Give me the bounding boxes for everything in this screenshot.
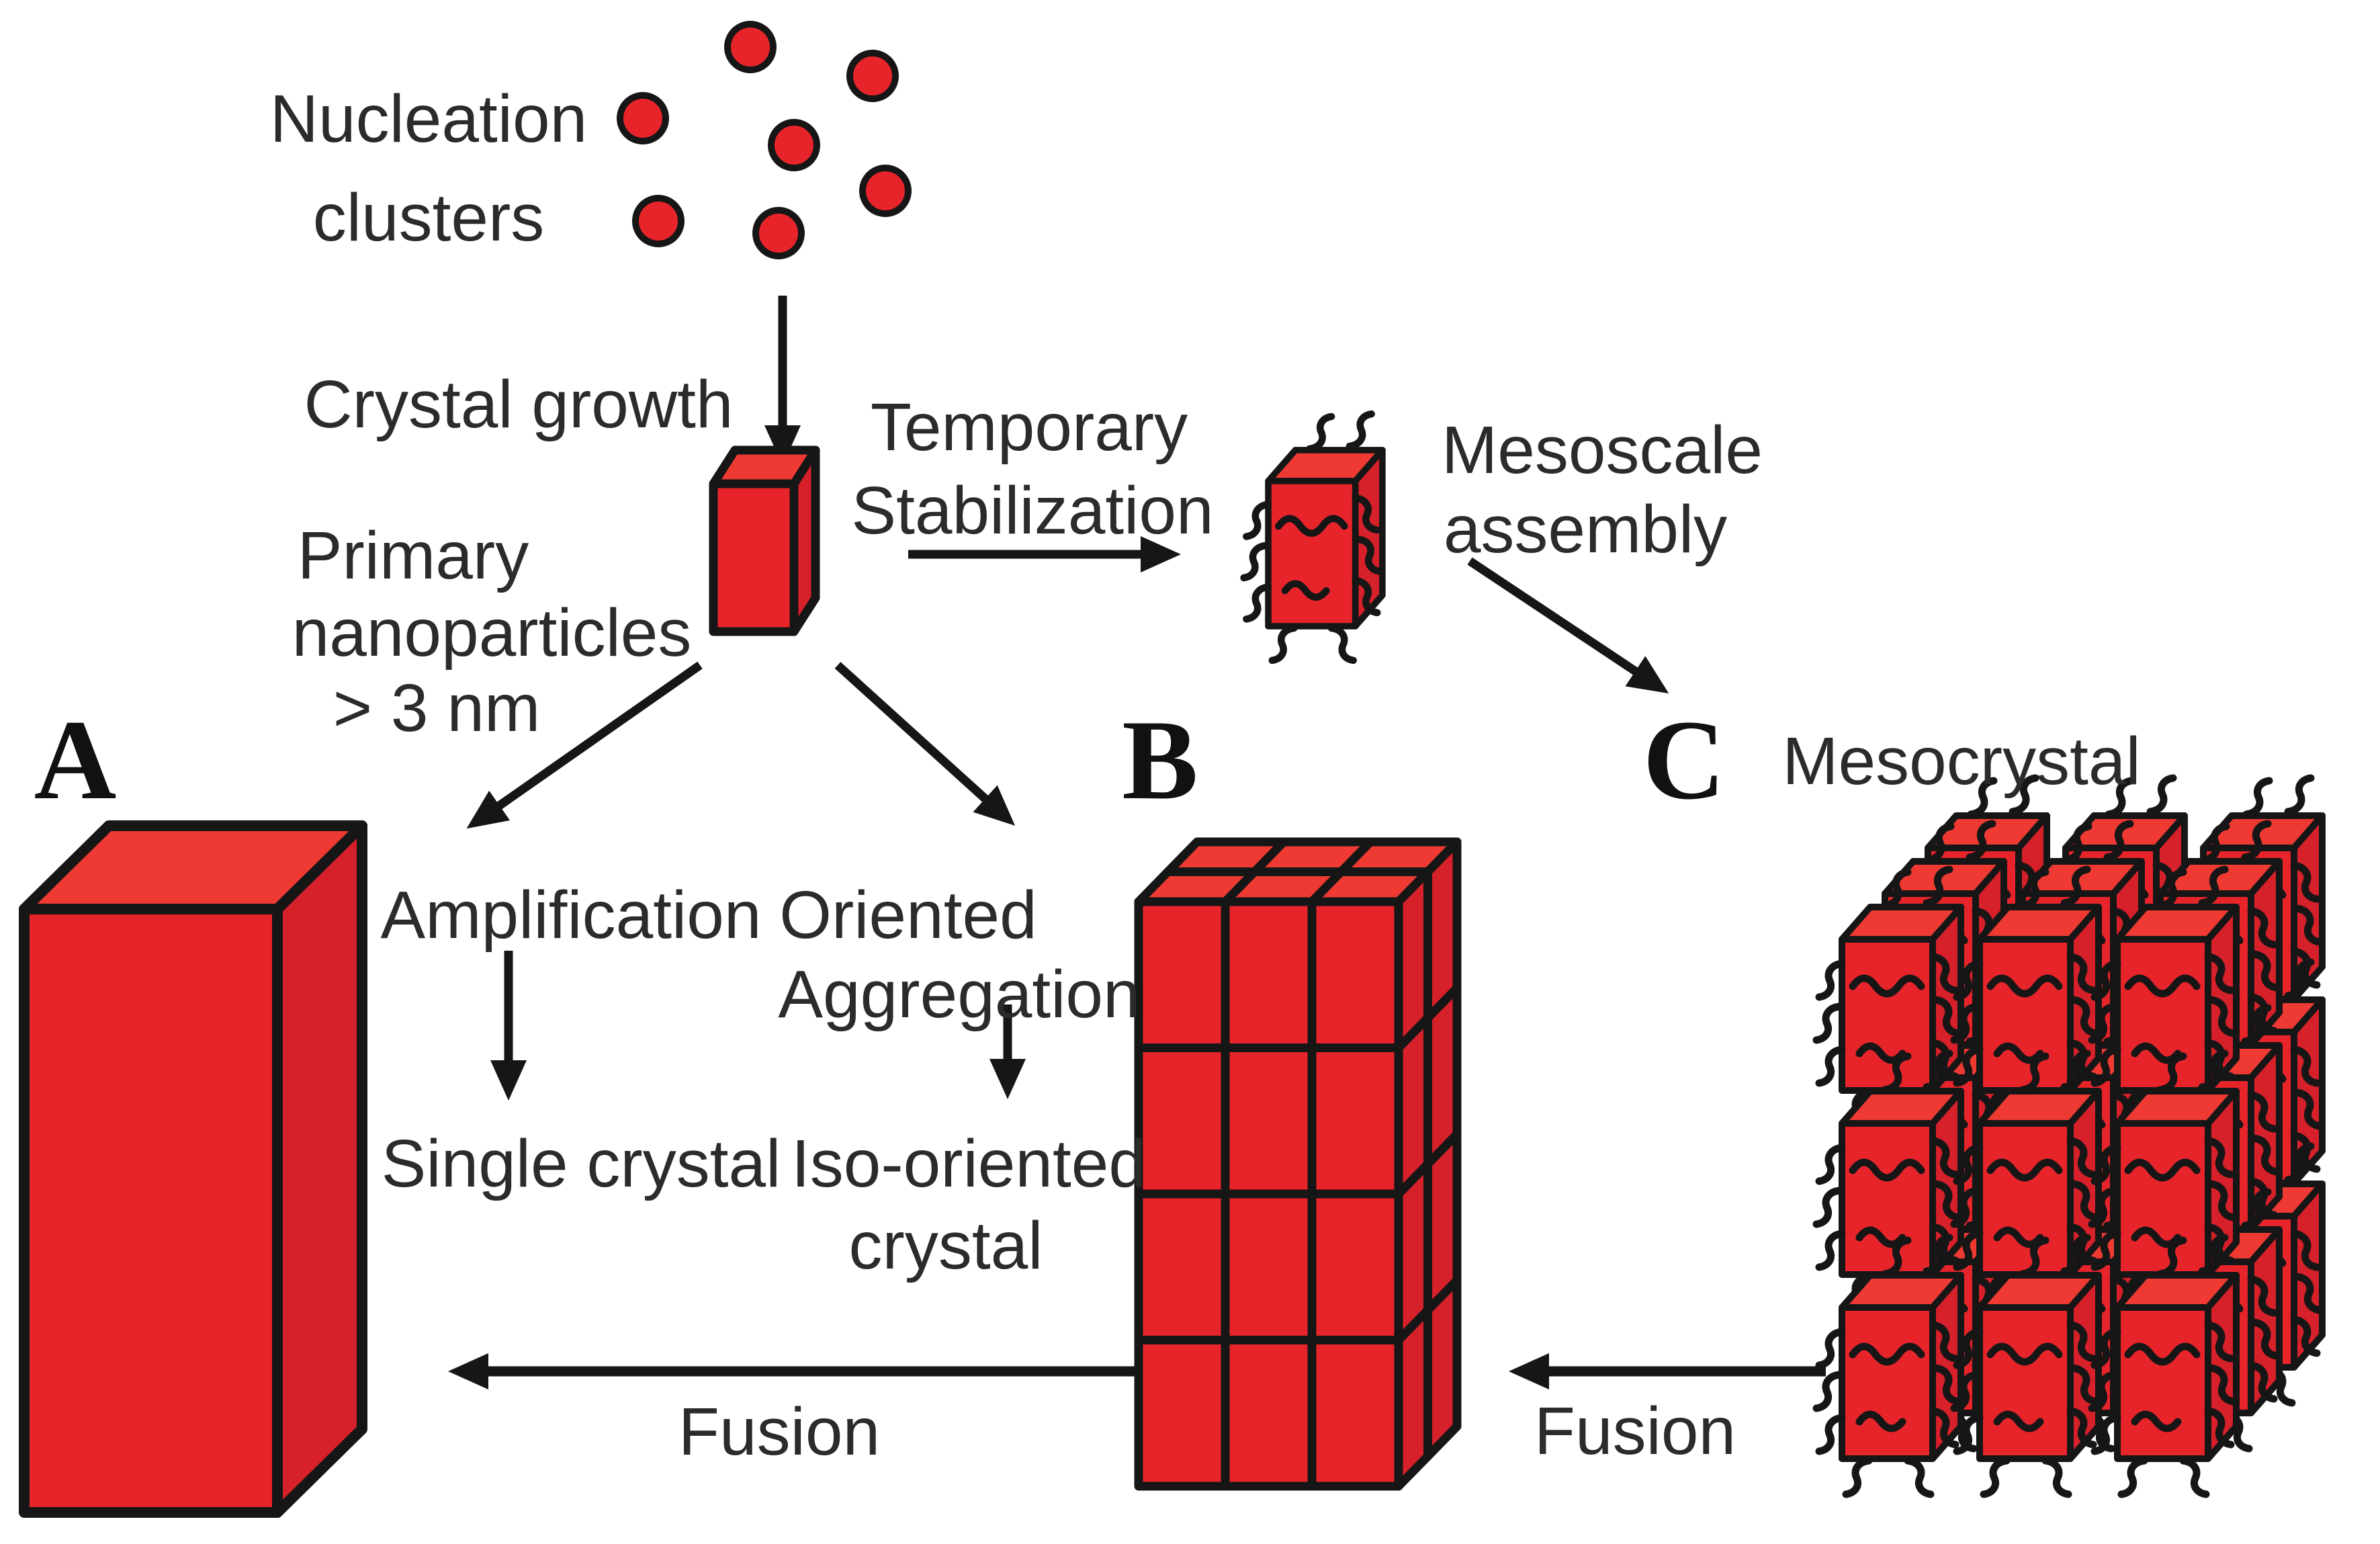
label-fusion-left: Fusion bbox=[678, 1394, 880, 1469]
label-nucleation-line2: clusters bbox=[313, 180, 545, 255]
nucleation-dot bbox=[752, 207, 805, 259]
nucleation-dot bbox=[724, 21, 777, 73]
label-oriented-line2: Aggregation bbox=[778, 957, 1140, 1032]
nucleation-dot bbox=[859, 165, 912, 217]
label-iso-oriented-line1: Iso-oriented bbox=[791, 1126, 1146, 1201]
label-mesoscale-line1: Mesoscale bbox=[1442, 413, 1763, 488]
amplification-branch-arrow bbox=[466, 661, 703, 829]
label-primary-line3: > 3 nm bbox=[333, 671, 541, 746]
label-amplification: Amplification bbox=[381, 877, 762, 953]
panel-marker-b: B bbox=[1122, 697, 1198, 823]
label-oriented-line1: Oriented bbox=[779, 877, 1037, 953]
mesocrystal-structure bbox=[1816, 778, 2322, 1494]
nucleation-dot bbox=[846, 50, 899, 102]
label-nucleation-line1: Nucleation bbox=[270, 81, 588, 157]
label-mesocrystal: Mesocrystal bbox=[1782, 724, 2140, 799]
primary-nanoparticle-cube bbox=[709, 445, 820, 636]
panel-marker-c: C bbox=[1643, 697, 1726, 823]
label-crystal-growth: Crystal growth bbox=[304, 367, 733, 442]
panel-marker-a: A bbox=[34, 697, 117, 823]
label-single-crystal: Single crystal bbox=[382, 1126, 781, 1201]
label-mesoscale-line2: assembly bbox=[1444, 492, 1727, 567]
nucleation-cluster-dots bbox=[617, 21, 912, 259]
label-primary-line2: nanoparticles bbox=[292, 595, 692, 671]
nucleation-dot bbox=[768, 119, 820, 171]
mesoscale-assembly-arrow bbox=[1467, 557, 1669, 694]
label-temporary-line2: Stabilization bbox=[851, 473, 1213, 548]
single-crystal-a-shape bbox=[19, 820, 367, 1518]
oriented-aggregation-branch-arrow bbox=[834, 662, 1016, 826]
label-primary-line1: Primary bbox=[298, 518, 529, 593]
stabilized-nanoparticle bbox=[1244, 414, 1382, 660]
nucleation-dot bbox=[617, 92, 669, 144]
label-iso-oriented-line2: crystal bbox=[849, 1208, 1043, 1283]
nucleation-dot bbox=[632, 195, 685, 247]
iso-oriented-crystal-b-shape bbox=[1134, 837, 1462, 1491]
label-fusion-right: Fusion bbox=[1534, 1393, 1736, 1469]
label-temporary-line1: Temporary bbox=[871, 390, 1188, 465]
